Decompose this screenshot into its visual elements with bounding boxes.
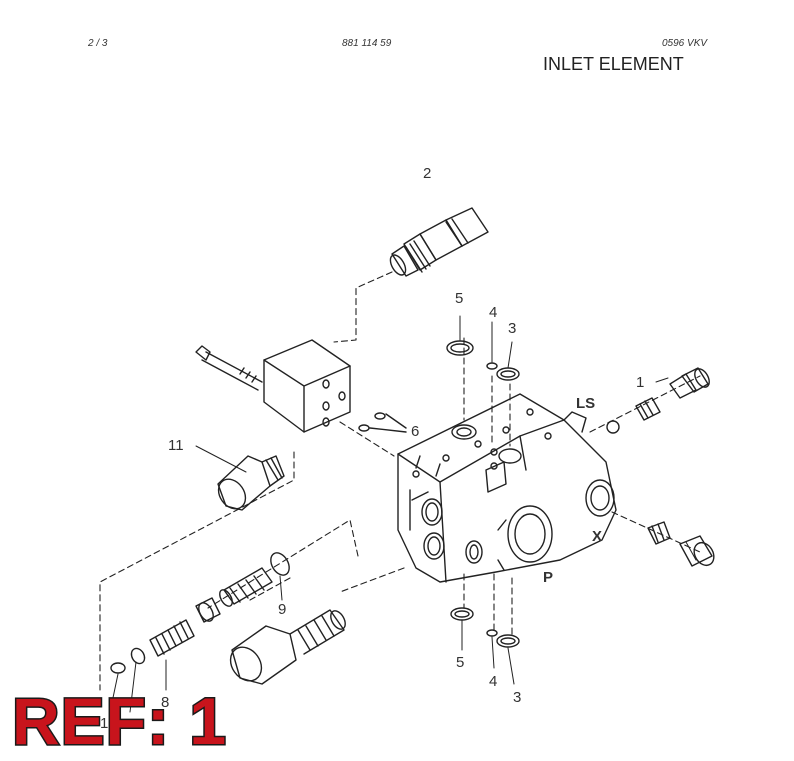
reference-stamp: REF: 1 xyxy=(10,684,228,758)
x-plug-assembly xyxy=(647,521,715,567)
port-label-x: X xyxy=(592,528,602,545)
callout-9: 9 xyxy=(278,601,286,618)
callout-5-bottom: 5 xyxy=(456,654,464,671)
part-11-plug xyxy=(195,445,285,511)
page-indicator: 2 / 3 xyxy=(88,38,108,49)
callout-labels: 2 5 4 3 1 6 11 9 5 4 3 8 10 LS X P xyxy=(100,165,644,732)
assembly-guide-lines xyxy=(99,271,701,691)
callout-4-top: 4 xyxy=(489,304,497,321)
callout-10: 10 xyxy=(100,715,117,732)
callout-6: 6 xyxy=(411,423,419,440)
lower-left-plug xyxy=(229,609,346,685)
revision-code: 0596 VKV xyxy=(662,38,708,49)
page-title: INLET ELEMENT xyxy=(543,54,684,74)
callout-8: 8 xyxy=(161,694,169,711)
relief-valve-group xyxy=(109,552,290,713)
callout-4-bottom: 4 xyxy=(489,673,497,690)
callout-1: 1 xyxy=(636,374,644,391)
bolt-and-block xyxy=(195,339,407,433)
port-label-p: P xyxy=(543,569,553,586)
part-2-cartridge xyxy=(389,207,489,277)
part-number: 881 114 59 xyxy=(342,38,392,49)
callout-3-top: 3 xyxy=(508,320,516,337)
port-label-ls: LS xyxy=(576,395,595,412)
callout-2: 2 xyxy=(423,165,431,182)
callout-11: 11 xyxy=(168,437,184,454)
ls-plug-assembly xyxy=(606,367,710,434)
callout-3-bottom: 3 xyxy=(513,689,521,706)
inlet-body xyxy=(397,393,617,583)
callout-5-top: 5 xyxy=(455,290,463,307)
seal-rings xyxy=(446,315,520,685)
